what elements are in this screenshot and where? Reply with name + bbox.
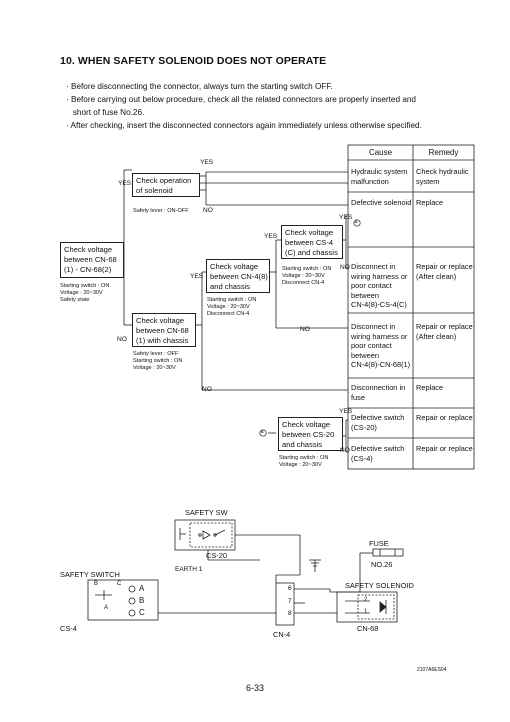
yes-label-a: YES (339, 214, 353, 221)
box-start: Check voltage between CN-68 (1) - CN-68(… (60, 242, 124, 278)
box-check-cn4-8-conditions: Starting switch : ON Voltage : 20~30V Di… (207, 297, 257, 317)
cause-6: Defective switch (CS-20) (351, 413, 405, 432)
fuse-label: FUSE (369, 539, 389, 548)
remedy-6: Repair or replace (416, 413, 473, 422)
switch-a-label: A (104, 605, 109, 611)
section-title: 10. WHEN SAFETY SOLENOID DOES NOT OPERAT… (60, 55, 327, 67)
safety-solenoid-label: SAFETY SOLENOID (345, 581, 414, 590)
cs20-label: CS-20 (206, 551, 227, 560)
remedy-5: Replace (416, 383, 444, 392)
box-check-cn68: Check voltage between CN-68 (1) with cha… (132, 313, 196, 347)
box-check-cs20: Check voltage between CS-20 and chassis (278, 417, 343, 451)
pin6-label: 6 (288, 585, 292, 592)
note-4: · After checking, insert the disconnecte… (66, 121, 422, 130)
figure-code: 2107A6ES04 (417, 667, 447, 673)
marker-a-top: a (354, 219, 358, 225)
box-check-cs4-conditions: Starting switch : ON Voltage : 20~30V Di… (282, 266, 332, 286)
remedy-1: Check hydraulic system (416, 167, 469, 186)
box-check-operation: Check operation of solenoid (132, 173, 200, 197)
pin7-label: 7 (288, 598, 292, 605)
switch-c-label: C (117, 581, 122, 587)
box-start-conditions: Starting switch : ON Voltage : 20~30V Sa… (60, 283, 110, 303)
pin8-label: 8 (288, 610, 292, 617)
remedy-7: Repair or replace (416, 444, 473, 453)
yes-label-cn4-8: YES (190, 273, 204, 280)
solenoid-pin1-label: 1 (364, 609, 368, 615)
cn4-label: CN-4 (273, 630, 291, 639)
fuse-no-label: NO.26 (371, 560, 393, 569)
safety-sw-label: SAFETY SW (185, 508, 228, 517)
term-b-label: B (139, 596, 145, 605)
safety-switch-label: SAFETY SWITCH (60, 570, 120, 579)
cause-header: Cause (368, 148, 393, 157)
no-label-solenoid: NO (203, 207, 213, 214)
cn68-label: CN-68 (357, 624, 379, 633)
cause-7: Defective switch (CS-4) (351, 444, 405, 463)
yes-label-cs20: YES (339, 408, 353, 415)
cause-1: Hydraulic system malfunction (351, 167, 408, 186)
box-check-operation-conditions: Safety lever : ON-OFF (133, 208, 189, 214)
solenoid-pin2-label: 2 (364, 597, 368, 603)
term-a-label: A (139, 584, 145, 593)
no-label-cs4: NO (340, 264, 350, 271)
cs4-label: CS-4 (60, 624, 77, 633)
remedy-header: Remedy (428, 148, 459, 157)
no-label-cn68: NO (117, 336, 127, 343)
earth1-label: EARTH 1 (175, 566, 203, 573)
term-c-label: C (139, 608, 145, 617)
no-label-cn4-8: NO (300, 326, 310, 333)
note-3: short of fuse No.26. (66, 108, 145, 117)
cause-4: Disconnect in wiring harness or poor con… (351, 322, 411, 369)
yes-label-operation: YES (118, 180, 132, 187)
no-label-cs20: NO (340, 447, 350, 454)
cause-2: Defective solenoid (351, 198, 412, 207)
box-check-cs20-conditions: Starting switch : ON Voltage : 20~30V (279, 455, 329, 468)
box-check-cs4: Check voltage between CS-4 (C) and chass… (281, 225, 343, 259)
yes-label-hydraulic: YES (200, 159, 214, 166)
no-label-fuse: NO (202, 386, 212, 393)
remedy-4: Repair or replace (After clean) (416, 322, 473, 341)
marker-a-bottom: a (260, 429, 264, 435)
remedy-2: Replace (416, 198, 444, 207)
page-number: 6-33 (245, 683, 264, 693)
remedy-3: Repair or replace (After clean) (416, 262, 473, 281)
note-1: · Before disconnecting the connector, al… (66, 82, 333, 91)
note-2: · Before carrying out below procedure, c… (66, 95, 416, 104)
cause-5: Disconnection in fuse (351, 383, 406, 402)
yes-label-cs4: YES (264, 233, 278, 240)
cause-3: Disconnect in wiring harness or poor con… (351, 262, 408, 309)
box-check-cn4-8: Check voltage between CN-4(8) and chassi… (206, 259, 270, 293)
box-check-cn68-conditions: Safety lever : OFF Starting switch : ON … (133, 351, 183, 371)
switch-b-label: B (94, 581, 99, 587)
